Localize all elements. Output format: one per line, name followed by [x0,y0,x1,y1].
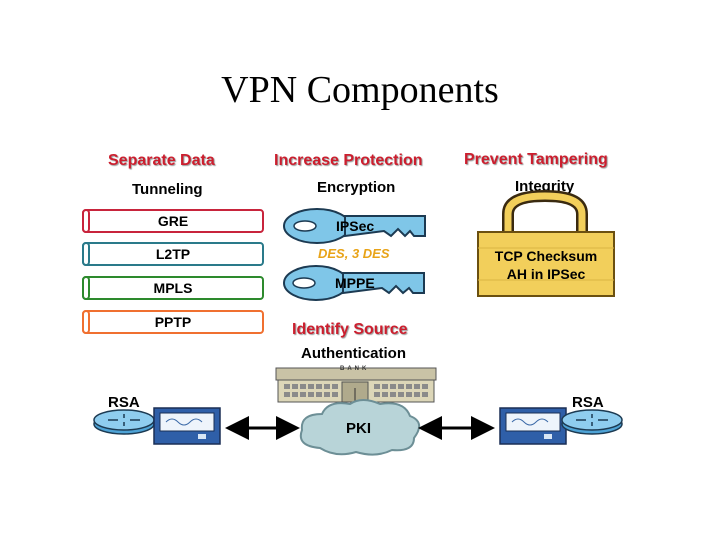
tunnel-l2tp: L2TP [82,242,264,266]
mppe-label: MPPE [335,275,375,291]
bank-sign: BANK [340,366,370,372]
page-title: VPN Components [221,69,499,111]
pki-label: PKI [346,420,372,437]
tunnel-label: L2TP [155,246,191,262]
increase-protection-heading: Increase Protection [274,152,423,169]
integrity-subheading: Integrity [515,178,575,195]
rsa-right-label: RSA [572,394,604,411]
pipe-end-icon [82,209,90,233]
separate-data-heading: Separate Data [108,152,215,169]
padlock-icon [477,189,615,297]
tunnel-label: PPTP [154,314,192,330]
pipe-end-icon [82,276,90,300]
card-reader-icon [153,407,221,445]
tunnel-pptp: PPTP [82,310,264,334]
bank-building-icon [275,367,437,403]
tunnel-mpls: MPLS [82,276,264,300]
identify-source-heading: Identify Source [292,321,408,338]
router-icon [561,409,623,435]
pipe-end-icon [82,310,90,334]
encryption-subheading: Encryption [317,179,396,196]
prevent-tampering-heading: Prevent Tampering [464,151,608,168]
rsa-left-label: RSA [108,394,140,411]
tunneling-subheading: Tunneling [132,181,203,198]
tcp-checksum-label: TCP Checksum [494,248,598,264]
ipsec-label: IPSec [336,218,375,234]
key-icon [283,208,426,244]
key-icon [283,265,425,301]
card-reader-icon [499,407,567,445]
tunnel-label: MPLS [153,280,193,296]
ah-ipsec-label: AH in IPSec [506,266,586,282]
tunnel-gre: GRE [82,209,264,233]
authentication-subheading: Authentication [301,345,406,362]
tunnel-label: GRE [157,213,189,229]
router-icon [93,409,155,435]
pki-cloud-icon [299,399,421,456]
pipe-end-icon [82,242,90,266]
des-label: DES, 3 DES [318,246,390,261]
